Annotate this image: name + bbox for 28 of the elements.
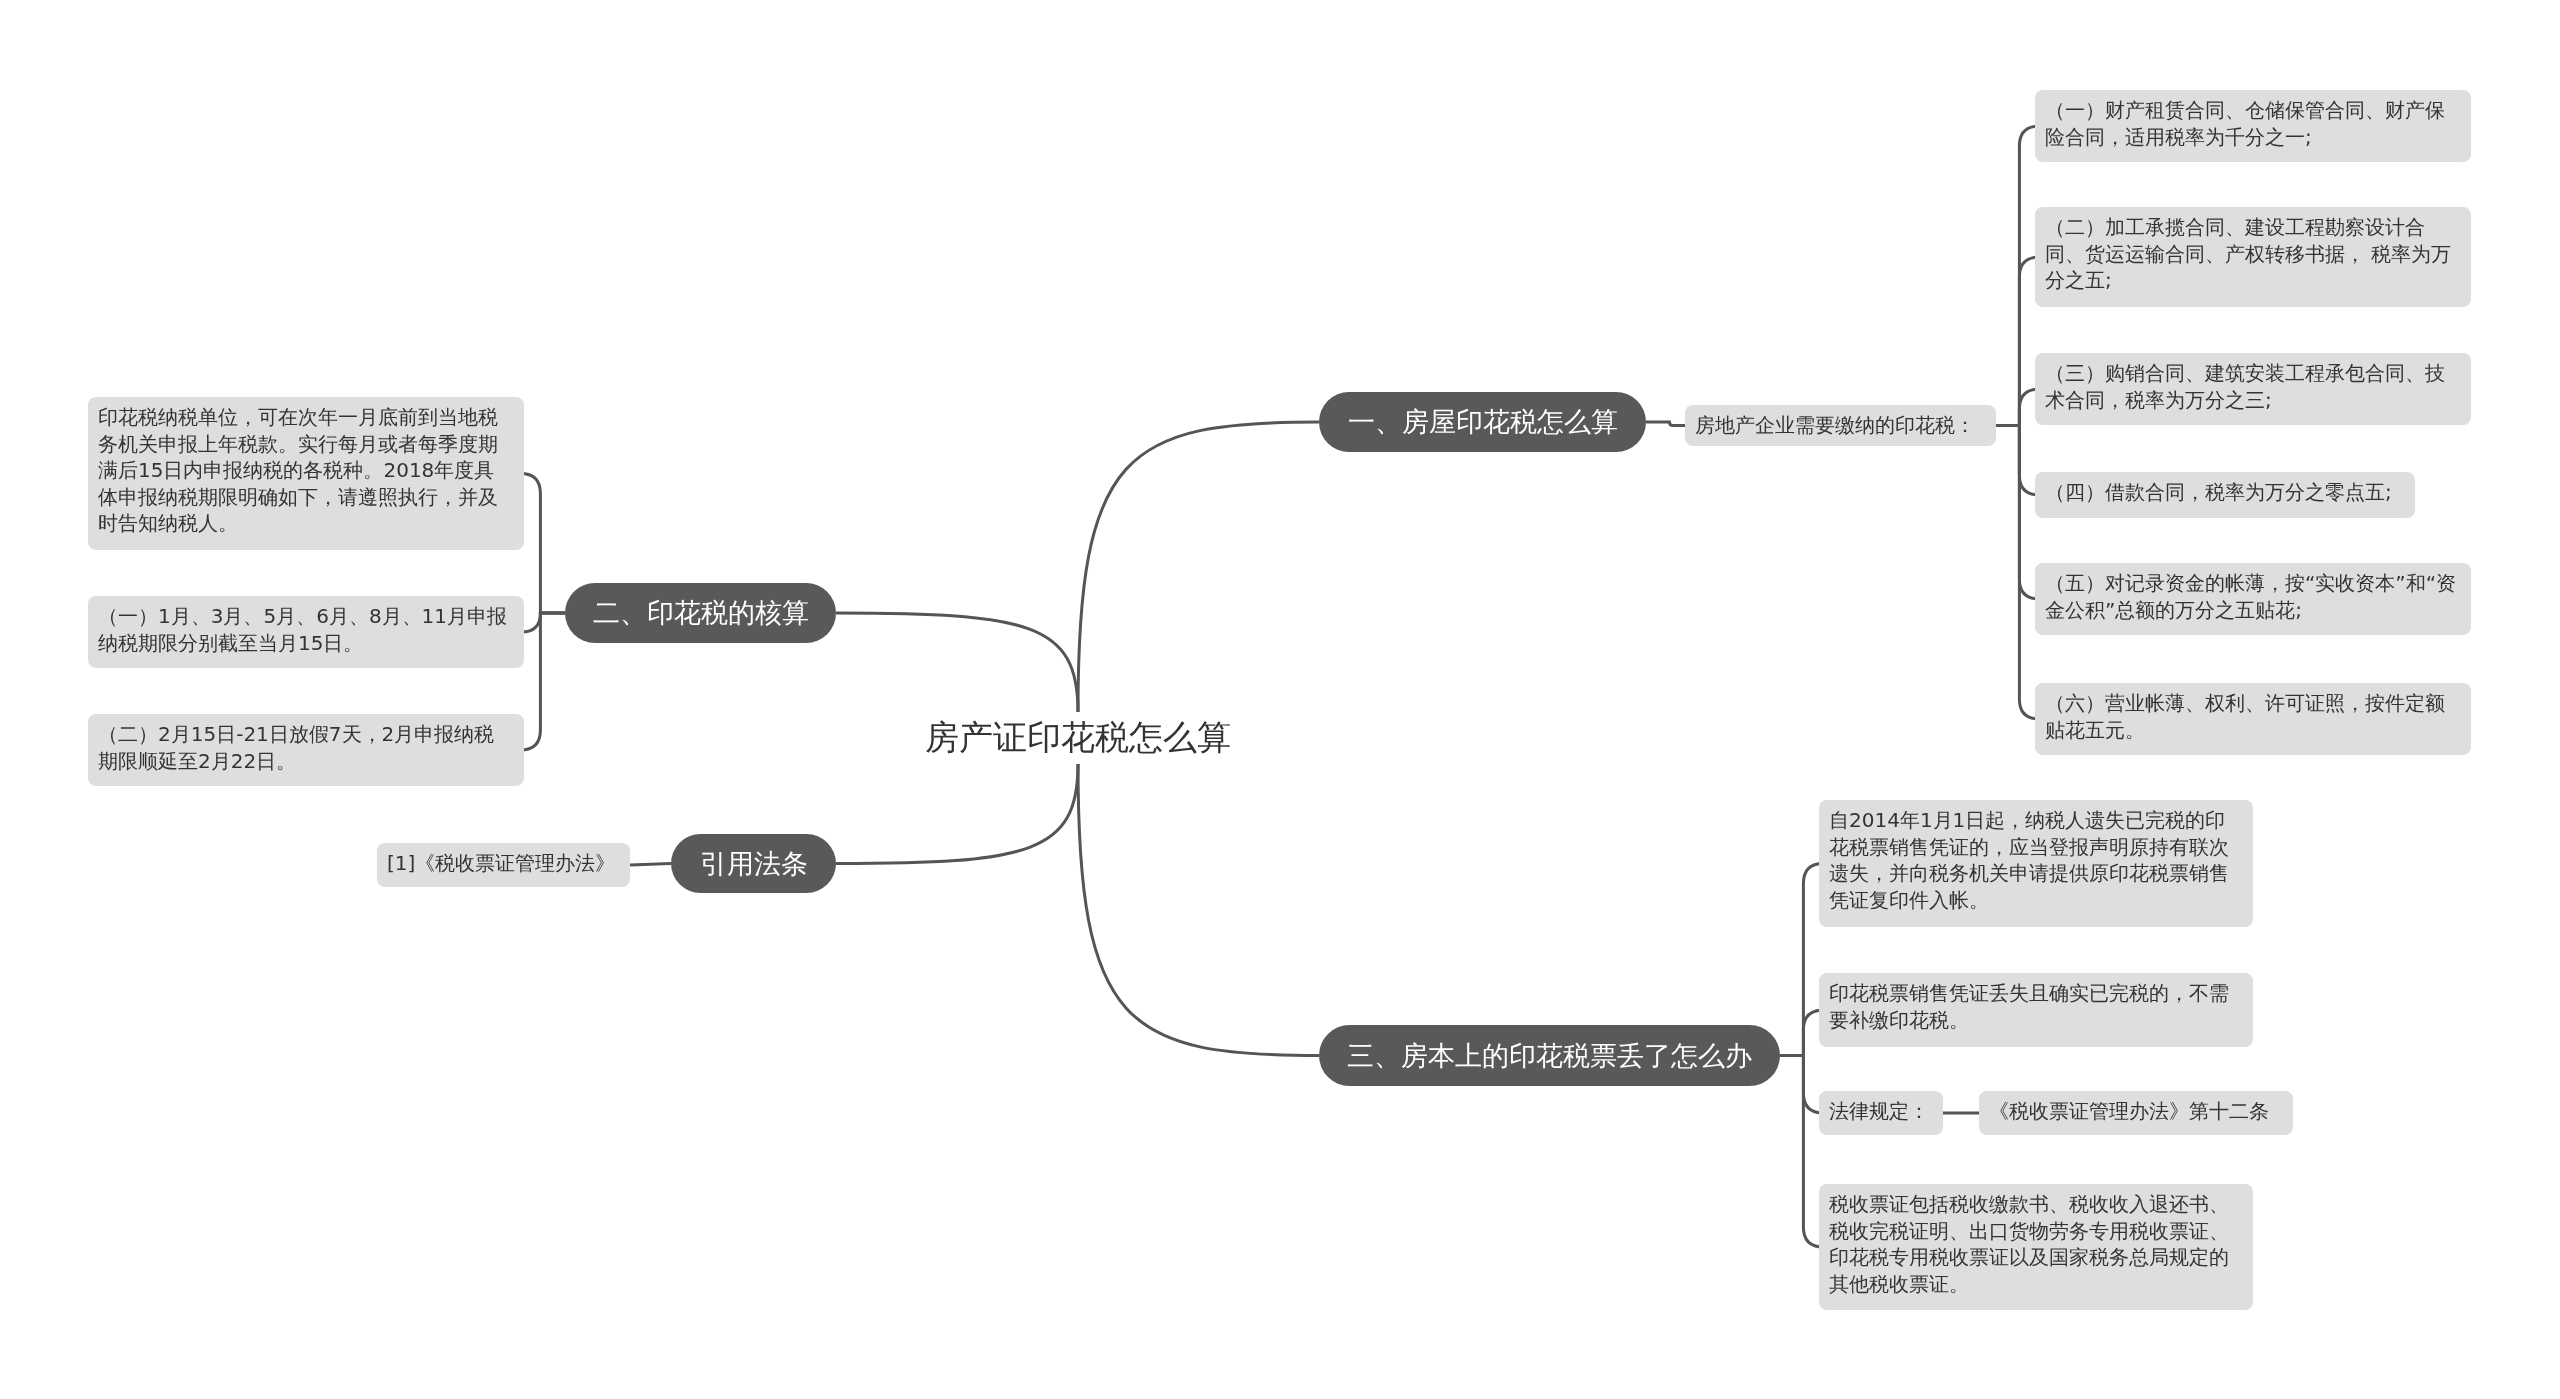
- note-box: （二）加工承揽合同、建设工程勘察设计合同、货运运输合同、产权转移书据， 税率为万分之五;: [2035, 207, 2471, 307]
- note-box: [1]《税收票证管理办法》: [377, 843, 630, 887]
- note-box: （一）财产租赁合同、仓储保管合同、财产保险合同，适用税率为千分之一;: [2035, 90, 2471, 162]
- topic-pill: 二、印花税的核算: [565, 583, 836, 643]
- note-box: （五）对记录资金的帐薄，按“实收资本”和“资金公积”总额的万分之五贴花;: [2035, 563, 2471, 635]
- note-box: 税收票证包括税收缴款书、税收收入退还书、税收完税证明、出口货物劳务专用税收票证、印花税专用税收票证以及国家税务总局规定的其他税收票证。: [1819, 1184, 2253, 1310]
- connector: [836, 611, 1080, 713]
- note-box: 房地产企业需要缴纳的印花税：: [1685, 405, 1996, 446]
- connector: [629, 862, 672, 867]
- topic-pill: 一、房屋印花税怎么算: [1319, 392, 1646, 452]
- topic-pill: 引用法条: [671, 834, 836, 893]
- connector: [836, 763, 1080, 865]
- connector: [1943, 1111, 1979, 1115]
- connector: [1076, 420, 1320, 713]
- root-topic: 房产证印花税怎么算: [918, 712, 1238, 764]
- note-box: （一）1月、3月、5月、6月、8月、11月申报纳税期限分别截至当月15日。: [88, 596, 524, 668]
- note-box: 法律规定：: [1819, 1091, 1943, 1135]
- note-box: 印花税票销售凭证丢失且确实已完税的，不需要补缴印花税。: [1819, 973, 2253, 1047]
- connector: [1076, 763, 1320, 1057]
- note-box: （三）购销合同、建筑安装工程承包合同、技术合同，税率为万分之三;: [2035, 353, 2471, 425]
- note-box: 《税收票证管理办法》第十二条: [1979, 1091, 2293, 1135]
- note-box: 印花税纳税单位，可在次年一月底前到当地税务机关申报上年税款。实行每月或者每季度期满后15日内申报纳税的各税种。2018年度具体申报纳税期限明确如下，请遵照执行，并及时告知纳税人。: [88, 397, 524, 550]
- topic-pill: 三、房本上的印花税票丢了怎么办: [1319, 1025, 1780, 1086]
- note-box: （二）2月15日-21日放假7天，2月申报纳税期限顺延至2月22日。: [88, 714, 524, 786]
- note-box: （四）借款合同，税率为万分之零点五;: [2035, 472, 2415, 518]
- note-box: （六）营业帐薄、权利、许可证照，按件定额贴花五元。: [2035, 683, 2471, 755]
- note-box: 自2014年1月1日起，纳税人遗失已完税的印花税票销售凭证的，应当登报声明原持有联次遗失，并向税务机关申请提供原印花税票销售凭证复印件入帐。: [1819, 800, 2253, 927]
- connector: [1646, 420, 1685, 427]
